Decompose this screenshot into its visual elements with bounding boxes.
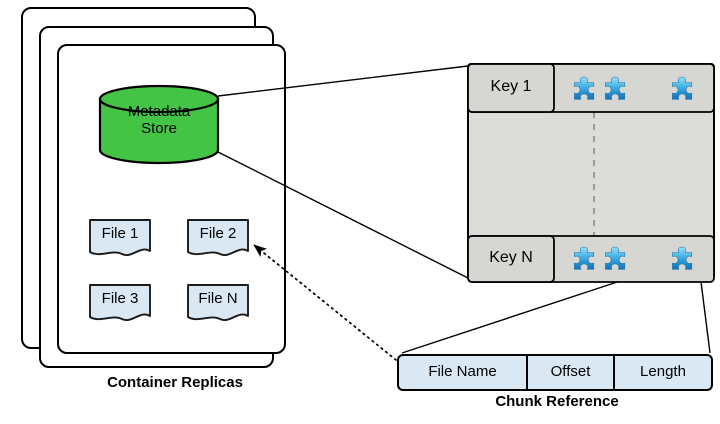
file-icon-1 bbox=[89, 219, 151, 257]
file-icon-3 bbox=[89, 284, 151, 322]
chunk-ref-cell-length: Length bbox=[640, 363, 686, 380]
chunk-ref-cell-offset: Offset bbox=[550, 363, 591, 380]
file-icon-2 bbox=[187, 219, 249, 257]
connector-metadata-to-keytable-top bbox=[217, 65, 469, 97]
file-label-1: File 1 bbox=[101, 225, 139, 242]
key-row-n[interactable] bbox=[467, 235, 715, 283]
file-icon-4 bbox=[187, 284, 249, 322]
connector-chunkref-to-file2 bbox=[253, 244, 397, 361]
file-label-2: File 2 bbox=[199, 225, 237, 242]
chunk-reference-box bbox=[397, 354, 713, 391]
key-label-1: Key 1 bbox=[490, 78, 532, 95]
connector-metadata-to-keytable-bottom bbox=[217, 151, 469, 279]
key-row-1[interactable] bbox=[467, 63, 715, 113]
metadata-store-cylinder bbox=[98, 84, 220, 165]
chunk-reference-caption: Chunk Reference bbox=[495, 393, 619, 410]
chunk-ref-cell-file-name: File Name bbox=[428, 363, 497, 380]
key-label-n: Key N bbox=[489, 249, 533, 266]
container-replicas-caption: Container Replicas bbox=[107, 374, 243, 391]
file-label-3: File 3 bbox=[101, 290, 139, 307]
file-label-4: File N bbox=[198, 290, 238, 307]
